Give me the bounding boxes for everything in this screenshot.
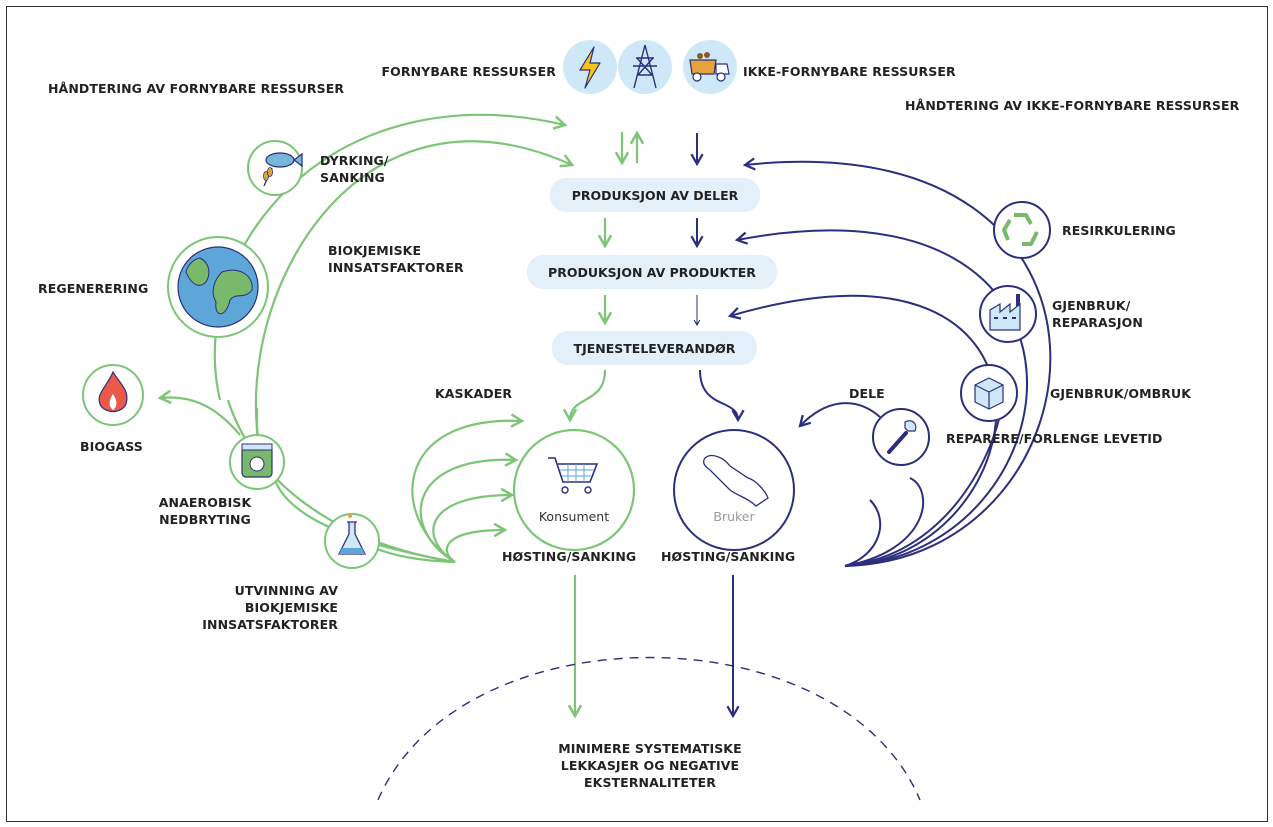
cascade-2 [419,452,519,563]
remanufacture-arc [734,229,1028,567]
reuse-label: GJENBRUK/OMBRUK [1050,386,1192,401]
share-label: DELE [849,386,885,401]
diagram-frame [6,6,1268,822]
flame-icon [82,364,144,426]
user-label: Bruker [713,509,755,524]
maintain-label: REPARERE/FORLENGE LEVETID [946,431,1163,446]
cascade-1 [411,413,525,563]
user-loop [844,499,882,567]
farming-label: DYRKING/ SANKING [320,153,389,185]
parts-production-box: PRODUKSJON AV DELER [550,178,760,212]
service-to-user [699,369,745,423]
lightning-icon [563,40,617,94]
product-manufacture-box: PRODUKSJON AV PRODUKTER [527,255,777,289]
anaerobic-label: ANAEROBISK NEDBRYTING [158,495,252,527]
harvest-left-label: HØSTING/SANKING [502,549,637,564]
renewable-label: FORNYBARE RESSURSER [381,64,556,79]
service-to-consumer [562,369,607,423]
consumer-label: Konsument [538,509,610,524]
renewable-mgmt-label: HÅNDTERING AV FORNYBARE RESSURSER [48,81,345,96]
service-provider-box: TJENESTELEVERANDØR [552,331,757,365]
recycling-label: RESIRKULERING [1062,223,1176,238]
left-lower-arc-3 [226,399,456,564]
cascades-label: KASKADER [435,386,513,401]
user-circle [673,429,795,551]
factory-icon [979,285,1037,343]
cascade-3 [432,487,515,563]
farming-arc [254,140,575,481]
earth-icon [167,236,269,338]
leakage-label: MINIMERE SYSTEMATISKE LEKKASJER OG NEGAT… [558,741,742,790]
recycle-icon [993,201,1051,259]
power-pylon-icon [618,40,672,94]
nonrenewable-label: IKKE-FORNYBARE RESSURSER [743,64,956,79]
recycling-arc [742,157,1052,567]
dump-truck-icon [683,40,737,94]
biochem-inputs-label: BIOKJEMISKE INNSATSFAKTORER [328,243,464,275]
extraction-label: UTVINNING AV BIOKJEMISKE INNSATSFAKTORER [202,583,338,632]
share-arc [844,477,925,567]
nonrenewable-mgmt-label: HÅNDTERING AV IKKE-FORNYBARE RESSURSER [905,98,1240,113]
wrench-icon [872,408,930,466]
remanufacture-label: GJENBRUK/ REPARASJON [1052,298,1143,330]
box-icon [960,364,1018,422]
biogas-arrow [157,389,241,436]
harvest-right-label: HØSTING/SANKING [661,549,796,564]
consumer-circle [512,428,636,552]
share-arrow [798,402,881,428]
container-icon [229,434,285,490]
system-boundary-arc [377,656,921,801]
flask-icon [324,513,380,569]
biogas-label: BIOGASS [80,439,143,454]
cascade-4 [445,522,508,563]
regeneration-label: REGENERERING [38,281,149,296]
fish-grain-icon [247,140,303,196]
